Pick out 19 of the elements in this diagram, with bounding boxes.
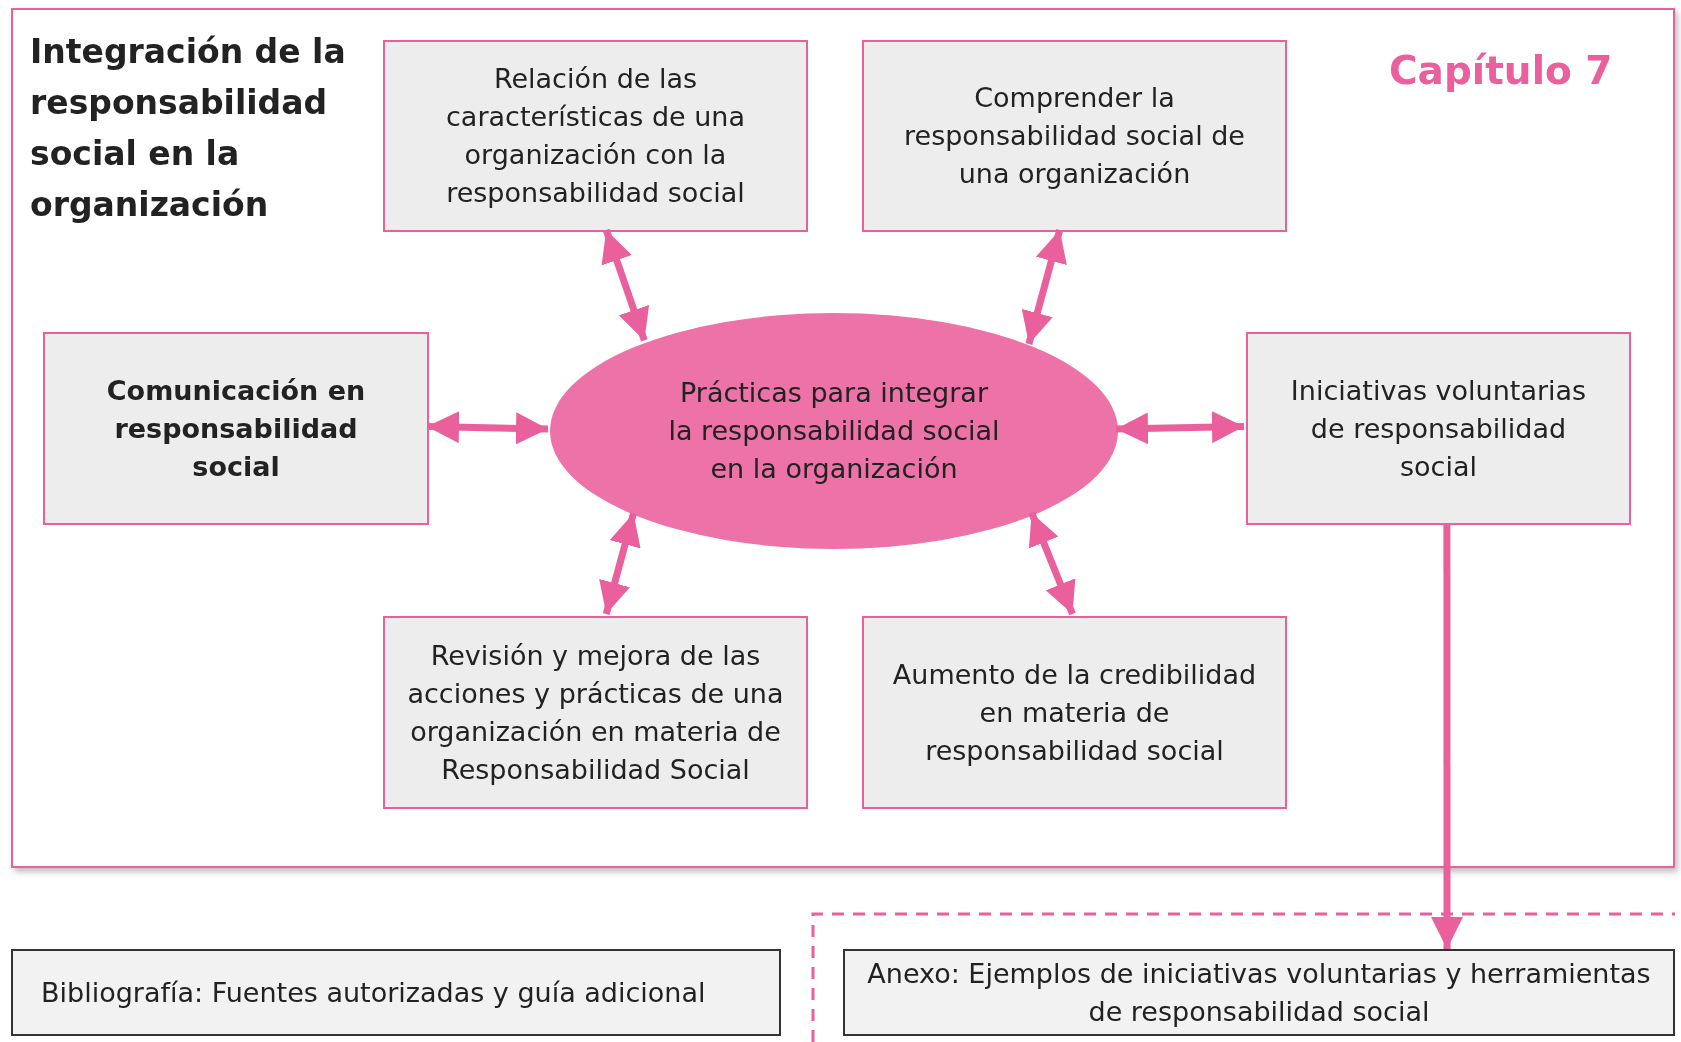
double-arrow (1115, 411, 1245, 445)
frame-heading: Integración de la responsabilidad social en la organización (30, 31, 347, 226)
center-ellipse: Prácticas para integrar la responsabilidad social en la organización (550, 313, 1118, 549)
double-arrow (426, 411, 549, 445)
double-arrow (599, 512, 641, 615)
arrow (1431, 523, 1463, 949)
process-box: Comprender la responsabilidad social de una organización (862, 40, 1287, 232)
process-box: Revisión y mejora de las acciones y prácticas de una organización en materia de Responsabilidad Social (383, 616, 808, 809)
section-box: Bibliografía: Fuentes autorizadas y guía adicional (11, 949, 781, 1036)
process-box: Comunicación en responsabilidad social (43, 332, 429, 525)
process-box: Iniciativas voluntarias de responsabilidad social (1246, 332, 1631, 525)
chapter-label: Capítulo 7 (1389, 48, 1613, 93)
process-box: Aumento de la credibilidad en materia de responsabilidad social (862, 616, 1287, 809)
double-arrow (601, 228, 650, 342)
double-arrow (1021, 229, 1067, 345)
section-box: Anexo: Ejemplos de iniciativas voluntarias y herramientas de responsabilidad social (843, 949, 1675, 1036)
double-arrow (1028, 511, 1076, 616)
chapter-frame (11, 8, 1675, 868)
process-box: Relación de las características de una organización con la responsabilidad social (383, 40, 808, 232)
